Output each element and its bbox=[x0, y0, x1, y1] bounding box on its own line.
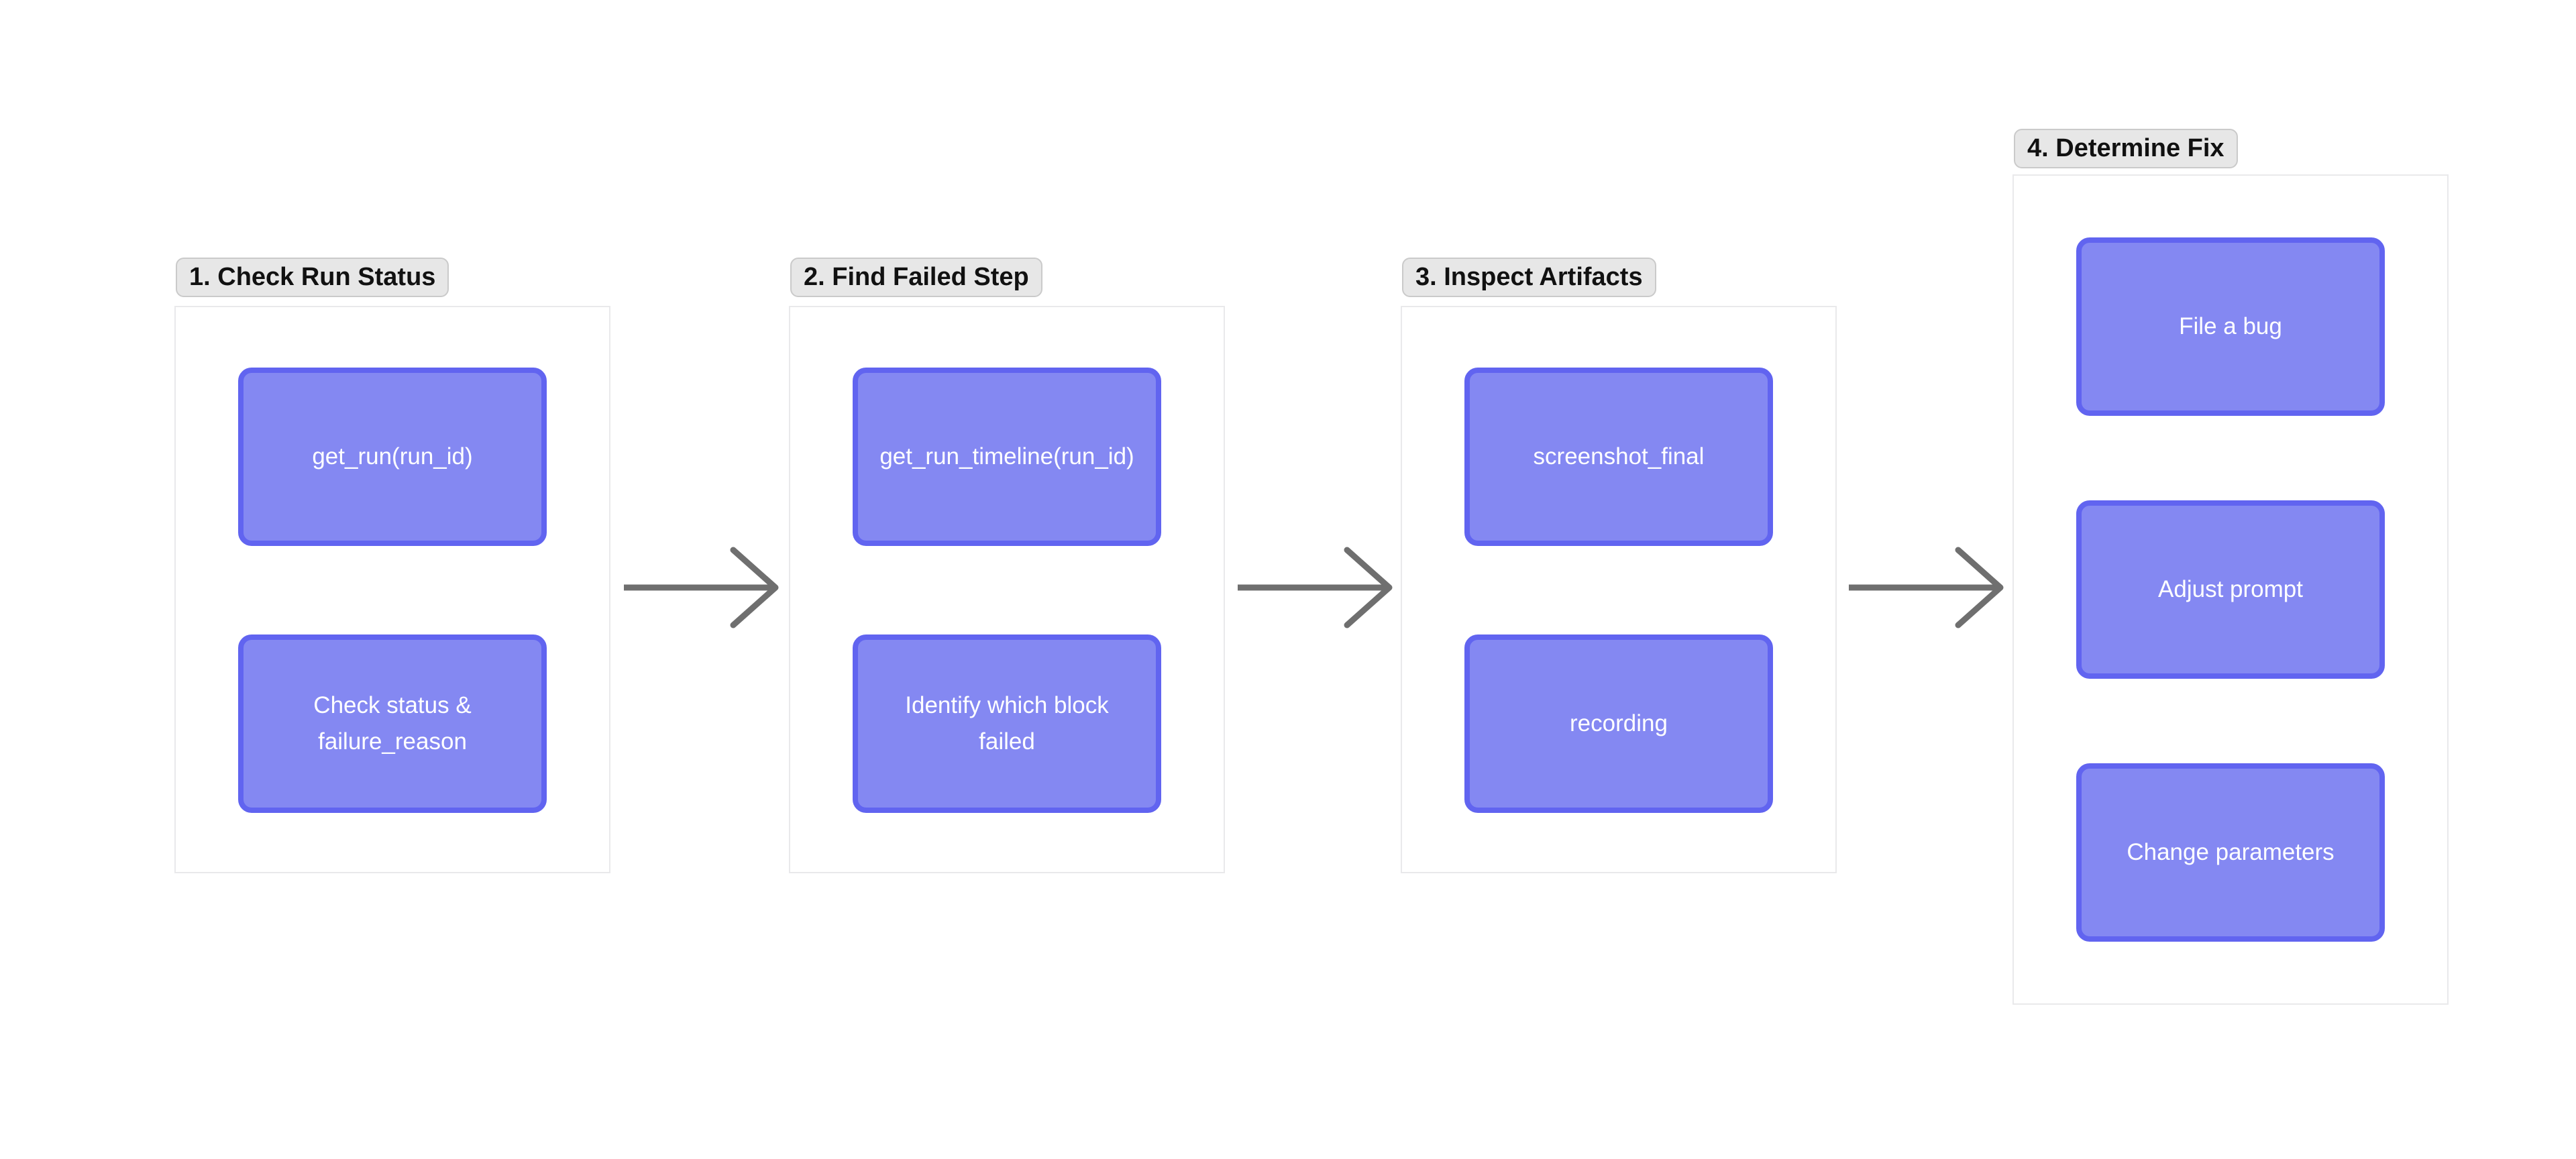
node-file-a-bug[interactable]: File a bug bbox=[2076, 237, 2385, 416]
node-change-parameters[interactable]: Change parameters bbox=[2076, 763, 2385, 942]
arrow-right-icon bbox=[622, 541, 780, 634]
group-label-determine-fix[interactable]: 4. Determine Fix bbox=[2014, 129, 2238, 169]
group-label-inspect-artifacts[interactable]: 3. Inspect Artifacts bbox=[1402, 258, 1656, 298]
arrow-right-icon bbox=[1847, 541, 2005, 634]
arrow-right-icon bbox=[1236, 541, 1394, 634]
group-label-find-failed-step[interactable]: 2. Find Failed Step bbox=[790, 258, 1042, 298]
group-label-check-run-status[interactable]: 1. Check Run Status bbox=[176, 258, 449, 298]
node-get-run[interactable]: get_run(run_id) bbox=[238, 368, 547, 546]
node-recording[interactable]: recording bbox=[1464, 634, 1773, 813]
node-check-status-failure-reason[interactable]: Check status & failure_reason bbox=[238, 634, 547, 813]
node-screenshot-final[interactable]: screenshot_final bbox=[1464, 368, 1773, 546]
node-identify-failed-block[interactable]: Identify which block failed bbox=[853, 634, 1161, 813]
node-adjust-prompt[interactable]: Adjust prompt bbox=[2076, 500, 2385, 679]
node-get-run-timeline[interactable]: get_run_timeline(run_id) bbox=[853, 368, 1161, 546]
